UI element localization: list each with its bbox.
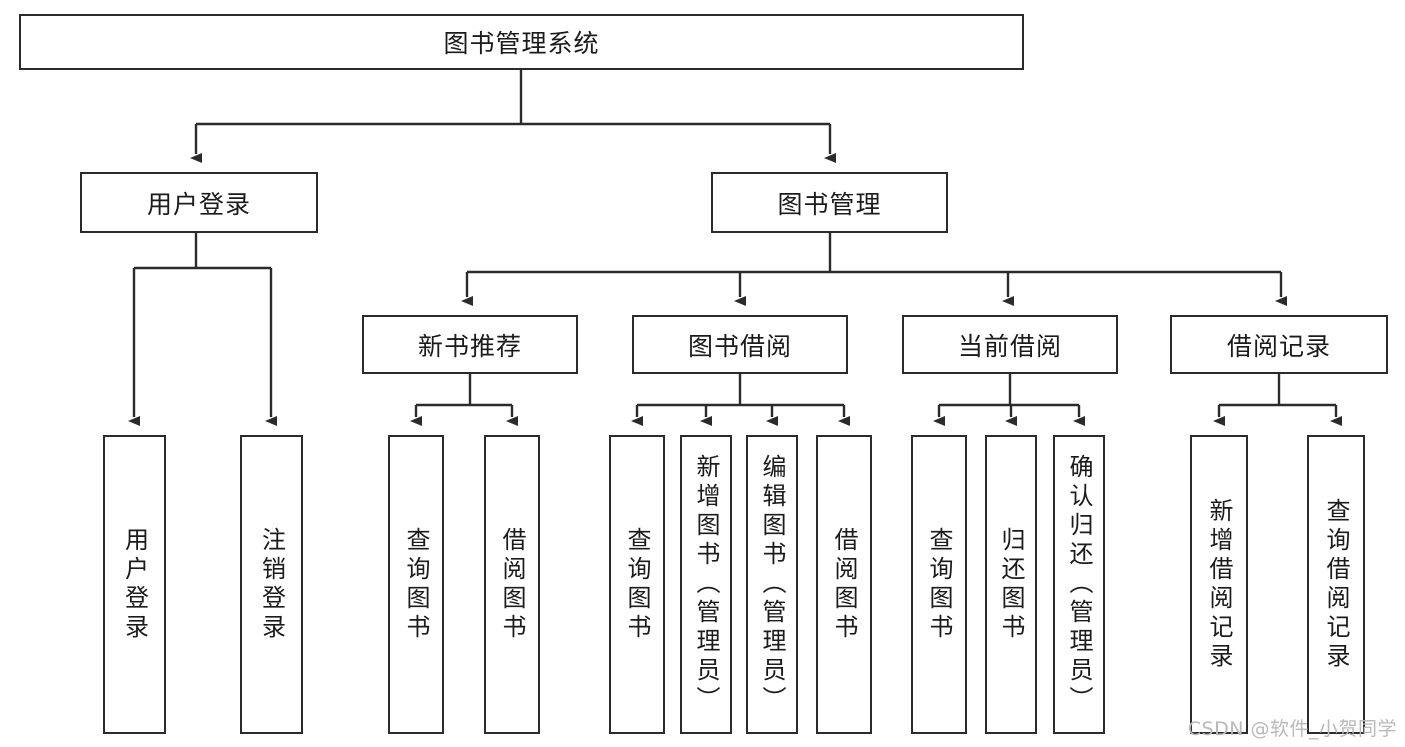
leaf-label: 归还图书 (997, 526, 1025, 643)
node-system-root[interactable]: 图书管理系统 (19, 14, 1024, 70)
leaf-label: 编辑图书（管理员） (758, 454, 786, 715)
leaf-label: 查询图书 (623, 526, 651, 643)
node-new-book-recommend[interactable]: 新书推荐 (362, 315, 578, 374)
leaf-borrow-book-recommend[interactable]: 借阅图书 (484, 435, 540, 734)
node-label: 新书推荐 (417, 331, 522, 361)
node-label: 图书借阅 (687, 331, 792, 361)
leaf-label: 借阅图书 (498, 526, 526, 643)
leaf-label: 借阅图书 (830, 526, 858, 643)
leaf-label: 查询借阅记录 (1322, 497, 1350, 672)
leaf-add-borrow-record[interactable]: 新增借阅记录 (1190, 435, 1248, 734)
node-book-borrow[interactable]: 图书借阅 (632, 315, 848, 374)
leaf-label: 注销登录 (257, 526, 286, 643)
leaf-return-book[interactable]: 归还图书 (985, 435, 1037, 734)
leaf-logout[interactable]: 注销登录 (240, 435, 303, 734)
node-book-management[interactable]: 图书管理 (711, 172, 948, 233)
leaf-query-book-current[interactable]: 查询图书 (911, 435, 967, 734)
leaf-query-borrow-record[interactable]: 查询借阅记录 (1307, 435, 1365, 734)
leaf-user-login[interactable]: 用户登录 (103, 435, 166, 734)
leaf-label: 新增图书（管理员） (692, 454, 720, 715)
leaf-label: 确认归还（管理员） (1065, 454, 1093, 715)
node-label: 当前借阅 (957, 331, 1062, 361)
node-label: 借阅记录 (1226, 331, 1331, 361)
leaf-borrow-book[interactable]: 借阅图书 (816, 435, 872, 734)
leaf-confirm-return[interactable]: 确认归还（管理员） (1053, 435, 1105, 734)
node-user-login[interactable]: 用户登录 (80, 172, 318, 233)
leaf-query-book-recommend[interactable]: 查询图书 (388, 435, 444, 734)
node-label: 用户登录 (146, 189, 251, 219)
leaf-add-book[interactable]: 新增图书（管理员） (680, 435, 732, 734)
leaf-label: 查询图书 (925, 526, 953, 643)
node-current-borrow[interactable]: 当前借阅 (902, 315, 1118, 374)
leaf-edit-book[interactable]: 编辑图书（管理员） (746, 435, 798, 734)
node-label: 图书管理 (777, 189, 882, 219)
node-borrow-record[interactable]: 借阅记录 (1170, 315, 1388, 374)
leaf-label: 新增借阅记录 (1205, 497, 1233, 672)
leaf-query-book-borrow[interactable]: 查询图书 (609, 435, 665, 734)
node-label: 图书管理系统 (443, 29, 600, 58)
leaf-label: 查询图书 (402, 526, 430, 643)
leaf-label: 用户登录 (120, 526, 149, 643)
